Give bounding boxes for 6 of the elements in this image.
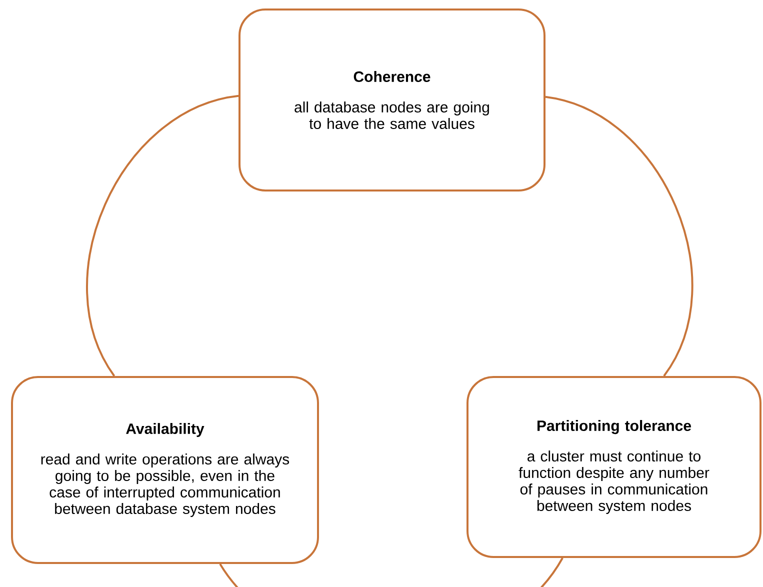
rounded-box: Coherence all database nodes are going to have the same values [238, 8, 546, 192]
circle-arc [86, 94, 239, 376]
circle-arc [545, 96, 694, 377]
circle-arc [219, 557, 564, 587]
rounded-box: Partitioning tolerance a cluster must continue to function despite any number of pauses in communication between system nodes [466, 376, 762, 558]
rounded-box: Availability read and write operations are always going to be possible, even in the case of interrupted communication between database system nodes [11, 376, 319, 564]
